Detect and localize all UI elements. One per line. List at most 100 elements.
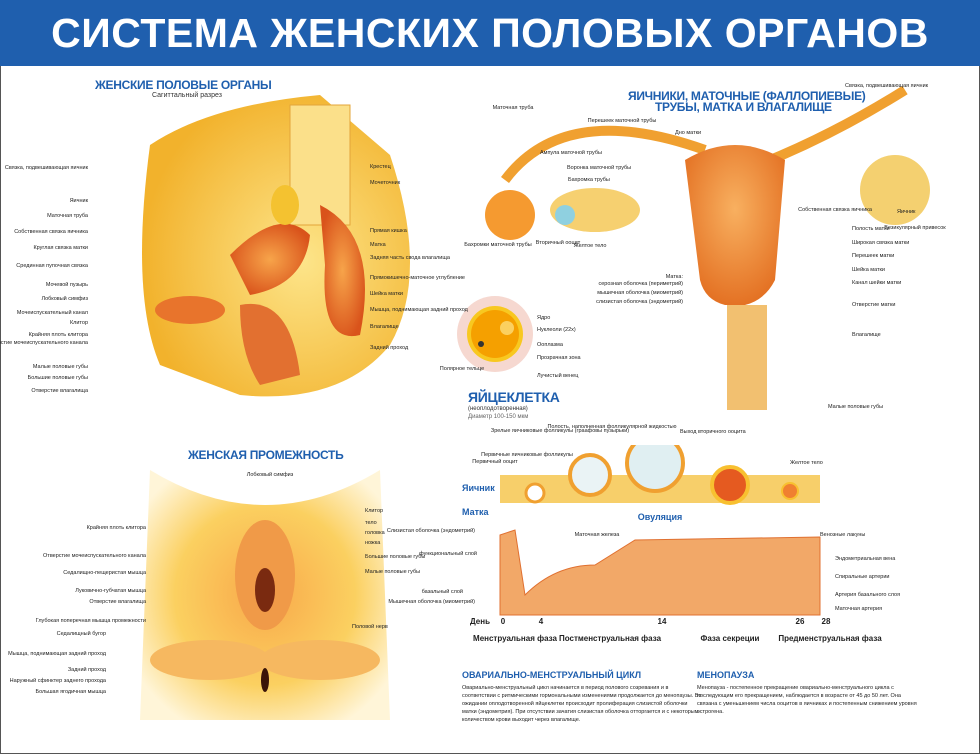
anatomy-label: Артерия базального слоя — [835, 592, 901, 598]
anatomy-label: Полость матки — [852, 226, 890, 232]
anatomy-label: Половой нерв — [352, 624, 388, 630]
anatomy-label: Воронка маточной трубы — [567, 165, 632, 171]
ovum-diameter: Диаметр 100-150 мкм — [468, 414, 529, 420]
anatomy-label: Ооплазма — [537, 342, 563, 348]
anatomy-label: Зрелые яичниковые фолликулы (граафовы пу… — [490, 428, 630, 434]
anatomy-label: Большие половые губы — [27, 375, 88, 381]
uterus-title-2: ТРУБЫ, МАТКА И ВЛАГАЛИЩЕ — [655, 100, 832, 114]
anatomy-label: Крестец — [370, 164, 391, 170]
anatomy-label: Матка — [370, 242, 386, 248]
anatomy-label: Ампула маточной трубы — [540, 150, 602, 156]
anatomy-label: Лобковый симфиз — [246, 472, 294, 478]
anatomy-label: Лобковый симфиз — [41, 296, 88, 302]
anatomy-label: Задняя часть свода влагалища — [370, 255, 450, 261]
poster-title: СИСТЕМА ЖЕНСКИХ ПОЛОВЫХ ОРГАНОВ — [51, 9, 929, 56]
anatomy-label: Большие половые губы — [365, 554, 426, 560]
ovulation-label: Овуляция — [637, 512, 683, 522]
day-axis-label: День — [470, 617, 490, 626]
ovum-title: ЯЙЦЕКЛЕТКА — [468, 389, 560, 405]
anatomy-label: Влагалище — [370, 324, 399, 330]
anatomy-label: тело — [365, 520, 377, 526]
anatomy-label: Ядро — [537, 315, 551, 321]
anatomy-label: Лучистый венец — [537, 373, 579, 379]
anatomy-label: Яичник — [897, 209, 916, 215]
anatomy-label: Круглая связка матки — [33, 245, 88, 251]
anatomy-label: Яичник — [69, 198, 88, 204]
anatomy-label: Прозрачная зона — [537, 355, 581, 361]
anatomy-label: Луковично-губчатая мышца — [75, 588, 146, 594]
anatomy-label: Перешеек маточной трубы — [587, 118, 657, 124]
anatomy-label: Маточная труба — [47, 213, 88, 219]
anatomy-label: Мочеточник — [370, 180, 401, 186]
anatomy-label: Дно матки — [675, 130, 702, 136]
anatomy-label: Отверстие матки — [852, 302, 896, 308]
cycle-heading: ОВАРИАЛЬНО-МЕНСТРУАЛЬНЫЙ ЦИКЛ — [462, 670, 642, 680]
anatomy-label: Мышца, поднимающая задний проход — [8, 651, 106, 657]
anatomy-label: Срединная пупочная связка — [16, 263, 88, 269]
ovum-subtitle: (неоплодотворенная) — [468, 406, 528, 412]
anatomy-label: Малые половые губы — [365, 569, 421, 575]
anatomy-label: Седалищно-пещеристая мышца — [63, 570, 146, 576]
uterus-tubes-illustration — [485, 85, 930, 410]
cycle-illustration — [499, 445, 821, 616]
anatomy-label: Вторичный ооцит — [535, 240, 581, 246]
anatomy-label: Шейка матки — [370, 291, 404, 297]
anatomy-label: Широкая связка матки — [852, 240, 910, 246]
anatomy-label: Связка, подвешивающая яичник — [845, 83, 929, 89]
anatomy-label: Полость, наполненная фолликулярной жидко… — [547, 424, 677, 430]
ovum-illustration — [457, 296, 533, 372]
day-tick-label: 28 — [821, 617, 831, 626]
anatomy-label: Отверстие влагалища — [31, 388, 88, 394]
anatomy-label: базальный слой — [421, 589, 463, 595]
phase-label: Фаза секреции — [700, 634, 760, 643]
anatomy-label: Маточная артерия — [835, 606, 883, 612]
anatomy-label: ножка — [365, 540, 381, 546]
anatomy-label: Бахромки маточной трубы — [464, 242, 532, 248]
anatomy-label: Перешеек матки — [852, 253, 895, 259]
day-tick-label: 26 — [795, 617, 805, 626]
anatomy-label: Выход вторичного ооцита — [680, 429, 746, 435]
anatomy-label: Первичные яичниковые фолликулы — [481, 452, 573, 458]
anatomy-label: Мочеиспускательный канал — [16, 310, 88, 316]
anatomy-label: Отверстие мочеиспускательного канала — [0, 340, 88, 346]
anatomy-label: Отверстие влагалища — [89, 599, 146, 605]
perineum-illustration — [140, 470, 390, 720]
phase-label: Постменструальная фаза — [558, 634, 662, 643]
sagittal-section-illustration — [142, 95, 410, 397]
anatomy-label: мышечная оболочка (миометрий) — [597, 290, 683, 296]
anatomy-label: Венозные лакуны — [820, 532, 866, 538]
uterus-title-1: ЯИЧНИКИ, МАТОЧНЫЕ (ФАЛЛОПИЕВЫЕ) — [628, 89, 866, 103]
ovary-row-label: Яичник — [462, 483, 495, 493]
anatomy-label: Крайняя плоть клитора — [28, 332, 88, 338]
anatomy-label: Малые половые губы — [32, 364, 88, 370]
anatomy-label: Желтое тело — [790, 460, 823, 466]
anatomy-label: Прямая кишка — [370, 228, 407, 234]
day-tick-label: 0 — [500, 617, 506, 626]
anatomy-label: Шейка матки — [852, 267, 886, 273]
anatomy-label: Малые половые губы — [828, 404, 884, 410]
anatomy-label: Связка, подвешивающая яичник — [4, 165, 88, 171]
anatomy-label: слизистая оболочка (эндометрий) — [596, 299, 683, 305]
anatomy-label: Спиральные артерии — [835, 574, 890, 580]
anatomy-label: Бахромка трубы — [568, 177, 610, 183]
menopause-body: Менопауза - постепенное прекращение овар… — [697, 685, 917, 715]
anatomy-label: Мышечная оболочка (миометрий) — [388, 599, 475, 605]
anatomy-label: Крайняя плоть клитора — [86, 525, 146, 531]
anatomy-label: Собственная связка яичника — [14, 229, 88, 235]
anatomy-label: Везикулярный привесок — [884, 225, 946, 231]
perineum-title: ЖЕНСКАЯ ПРОМЕЖНОСТЬ — [188, 448, 344, 462]
anatomy-label: Задний проход — [67, 667, 106, 673]
anatomy-label: Полярное тельце — [439, 366, 485, 372]
phase-label: Менструальная фаза — [473, 634, 557, 643]
anatomy-label: Клитор — [69, 320, 88, 326]
anatomy-label: Слизистая оболочка (эндометрий) — [386, 528, 475, 534]
anatomy-label: Седалищный бугор — [56, 631, 106, 637]
anatomy-label: Клитор — [365, 508, 384, 514]
anatomy-label: Эндометриальная вена — [835, 556, 896, 562]
anatomy-label: Маточная железа — [574, 532, 620, 538]
anatomy-label: Отверстие мочеиспускательного канала — [43, 553, 146, 559]
anatomy-label: Мочевой пузырь — [45, 282, 88, 288]
anatomy-label: серозная оболочка (периметрий) — [598, 281, 683, 287]
anatomy-label: Собственная связка яичника — [798, 207, 872, 213]
anatomy-label: Влагалище — [852, 332, 881, 338]
